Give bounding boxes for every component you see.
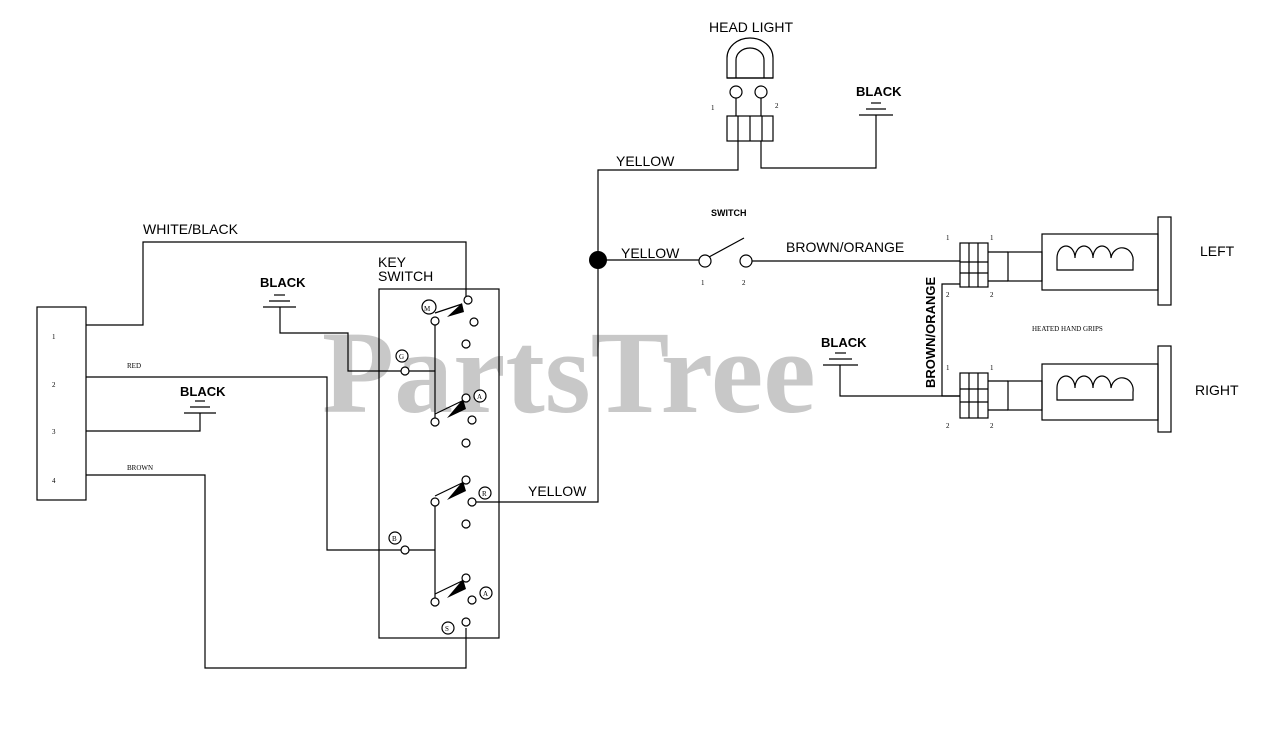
ground-symbol-3	[859, 102, 893, 116]
label-brown-orange: BROWN/ORANGE	[786, 239, 904, 255]
right-grip-heater	[1041, 345, 1172, 433]
ground-symbol-2	[263, 294, 296, 308]
terminal-a2-marker	[479, 586, 493, 600]
terminal-a1-marker	[473, 389, 487, 403]
headlight-connector	[726, 115, 774, 142]
wire-brown-orange-vertical	[941, 283, 960, 397]
wire-black-ground-1	[86, 413, 201, 432]
label-head-light: HEAD LIGHT	[709, 19, 793, 35]
harness-connector	[36, 306, 87, 501]
wire-red	[86, 376, 405, 551]
key-switch-body	[378, 288, 500, 639]
terminal-s-label: S	[445, 625, 449, 633]
label-brown: BROWN	[127, 464, 153, 472]
key-contact-2	[430, 393, 477, 448]
left-grip-pin-1a: 1	[946, 234, 950, 242]
left-grip-pin-1b: 1	[990, 234, 994, 242]
wire-black-headlight	[760, 115, 877, 169]
key-switch-label-2: SWITCH	[378, 268, 433, 284]
label-yellow-switch: YELLOW	[621, 245, 680, 261]
ground-symbol-1	[184, 400, 216, 414]
left-grip-heater	[1041, 216, 1172, 306]
terminal-g-label: G	[399, 353, 404, 361]
grip-switch	[698, 237, 753, 268]
right-grip-connector	[959, 372, 1043, 419]
terminal-b-label: B	[392, 535, 397, 543]
headlight-pin-1: 1	[711, 104, 715, 112]
switch-pin-2: 2	[742, 279, 746, 287]
key-switch-label-1: KEY	[378, 254, 407, 270]
right-grip-pin-2a: 2	[946, 422, 950, 430]
wire-white-black	[86, 241, 467, 326]
label-black-ground-2: BLACK	[260, 275, 306, 290]
wire-yellow-key	[476, 260, 599, 503]
right-grip-pin-1b: 1	[990, 364, 994, 372]
right-grip-pin-1a: 1	[946, 364, 950, 372]
watermark: PartsTree	[322, 307, 816, 438]
label-white-black: WHITE/BLACK	[143, 221, 239, 237]
terminal-r-marker	[478, 486, 492, 500]
terminal-b-marker	[388, 531, 402, 545]
label-black-ground-1: BLACK	[180, 384, 226, 399]
label-black-ground-4: BLACK	[821, 335, 867, 350]
terminal-g-marker	[395, 349, 409, 363]
connector-pin-4: 4	[52, 477, 56, 485]
connector-pin-2: 2	[52, 381, 56, 389]
label-left: LEFT	[1200, 243, 1235, 259]
label-black-ground-3: BLACK	[856, 84, 902, 99]
label-switch: SWITCH	[711, 208, 747, 218]
wire-yellow-headlight	[597, 141, 739, 260]
terminal-m-label: M	[424, 305, 431, 313]
wire-brown	[86, 474, 467, 669]
key-contact-4	[430, 573, 477, 627]
terminal-a2-label: A	[483, 590, 488, 598]
headlight-pin-2: 2	[775, 102, 779, 110]
key-contact-3	[430, 475, 477, 598]
wire-black-right-grip	[839, 365, 960, 397]
wire-black-to-g	[279, 307, 405, 372]
connector-pin-3: 3	[52, 428, 56, 436]
left-grip-pin-2b: 2	[990, 291, 994, 299]
key-contact-g	[400, 366, 410, 376]
headlight-lamp	[726, 37, 774, 116]
label-brown-orange-vertical: BROWN/ORANGE	[923, 276, 938, 388]
connector-pin-1: 1	[52, 333, 56, 341]
left-grip-connector	[959, 242, 1043, 288]
left-grip-pin-2a: 2	[946, 291, 950, 299]
label-heated-hand-grips: HEATED HAND GRIPS	[1032, 325, 1103, 333]
switch-pin-1: 1	[701, 279, 705, 287]
terminal-m-marker	[421, 299, 437, 315]
terminal-s-marker	[441, 621, 455, 635]
label-yellow-key: YELLOW	[528, 483, 587, 499]
label-red: RED	[127, 362, 141, 370]
key-contact-b	[400, 545, 410, 555]
right-grip-pin-2b: 2	[990, 422, 994, 430]
terminal-a1-label: A	[477, 393, 482, 401]
terminal-r-label: R	[482, 490, 487, 498]
ground-symbol-4	[823, 352, 858, 366]
label-right: RIGHT	[1195, 382, 1239, 398]
label-yellow-headlight: YELLOW	[616, 153, 675, 169]
